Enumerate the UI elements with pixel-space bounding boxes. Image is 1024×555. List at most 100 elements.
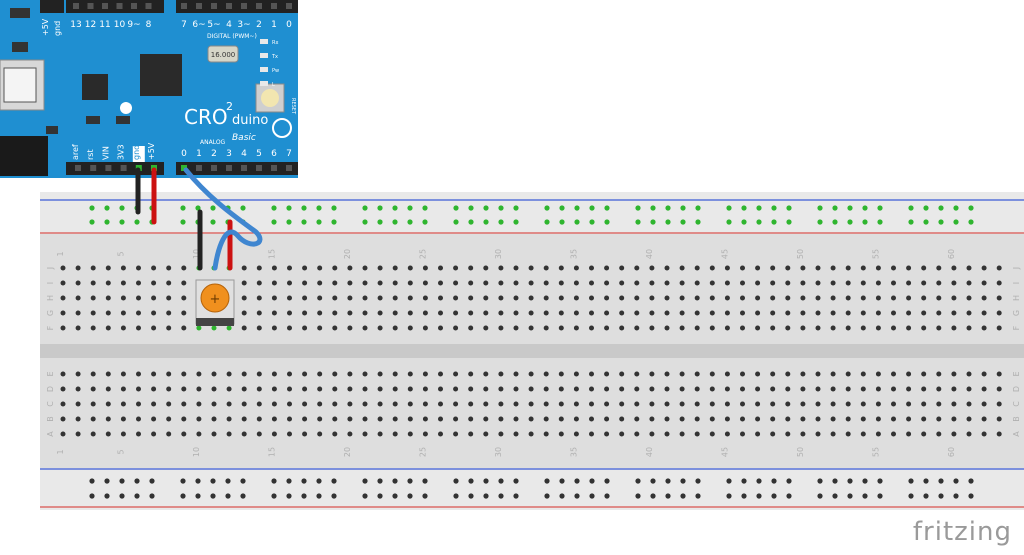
breadboard-hole[interactable] [785, 371, 791, 377]
header-hole[interactable] [286, 3, 292, 9]
breadboard-hole[interactable] [755, 371, 761, 377]
breadboard-hole[interactable] [75, 265, 81, 271]
breadboard-hole[interactable] [891, 265, 896, 271]
breadboard-hole[interactable] [966, 280, 972, 286]
breadboard-hole[interactable] [558, 386, 564, 392]
rail-hole[interactable] [104, 205, 110, 211]
breadboard-hole[interactable] [891, 431, 896, 437]
breadboard-hole[interactable] [906, 431, 912, 437]
breadboard-hole[interactable] [951, 371, 957, 377]
header-hole[interactable] [75, 165, 81, 171]
breadboard-hole[interactable] [830, 265, 836, 271]
breadboard-hole[interactable] [256, 416, 262, 422]
rail-hole[interactable] [453, 478, 459, 484]
rail-hole[interactable] [786, 205, 792, 211]
breadboard-hole[interactable] [830, 280, 836, 286]
breadboard-hole[interactable] [800, 371, 806, 377]
breadboard-hole[interactable] [800, 386, 806, 392]
breadboard-hole[interactable] [981, 416, 987, 422]
breadboard-hole[interactable] [860, 325, 866, 331]
breadboard-hole[interactable] [75, 386, 81, 392]
breadboard-hole[interactable] [332, 431, 338, 437]
header-hole[interactable] [226, 165, 232, 171]
rail-hole[interactable] [635, 205, 641, 211]
breadboard-hole[interactable] [317, 295, 323, 301]
breadboard-hole[interactable] [241, 265, 247, 271]
breadboard-hole[interactable] [422, 371, 428, 377]
breadboard-hole[interactable] [302, 280, 308, 286]
breadboard-hole[interactable] [347, 386, 353, 392]
breadboard-hole[interactable] [271, 401, 277, 407]
breadboard-hole[interactable] [604, 431, 610, 437]
breadboard-hole[interactable] [136, 265, 141, 271]
breadboard-hole[interactable] [709, 401, 715, 407]
breadboard-hole[interactable] [226, 401, 232, 407]
breadboard-hole[interactable] [981, 265, 987, 271]
breadboard-hole[interactable] [211, 386, 217, 392]
rail-hole[interactable] [741, 219, 747, 225]
breadboard-hole[interactable] [90, 401, 96, 407]
breadboard-hole[interactable] [921, 416, 927, 422]
breadboard-hole[interactable] [256, 371, 262, 377]
breadboard-hole[interactable] [75, 310, 81, 316]
breadboard-hole[interactable] [241, 401, 247, 407]
breadboard-hole[interactable] [347, 431, 353, 437]
rail-hole[interactable] [635, 219, 641, 225]
rail-hole[interactable] [240, 205, 246, 211]
breadboard-hole[interactable] [800, 431, 806, 437]
breadboard-hole[interactable] [271, 325, 277, 331]
breadboard-hole[interactable] [740, 431, 745, 437]
breadboard-hole[interactable] [483, 310, 489, 316]
breadboard-hole[interactable] [664, 386, 670, 392]
breadboard-hole[interactable] [815, 280, 821, 286]
rail-hole[interactable] [468, 205, 474, 211]
breadboard-hole[interactable] [151, 401, 157, 407]
breadboard-hole[interactable] [468, 325, 474, 331]
breadboard-hole[interactable] [377, 325, 383, 331]
breadboard-hole[interactable] [951, 401, 957, 407]
breadboard-hole[interactable] [936, 416, 942, 422]
breadboard-hole[interactable] [453, 280, 459, 286]
breadboard-hole[interactable] [528, 401, 534, 407]
breadboard-hole[interactable] [921, 325, 927, 331]
rail-hole[interactable] [589, 219, 595, 225]
breadboard-hole[interactable] [211, 431, 217, 437]
breadboard-hole[interactable] [317, 265, 323, 271]
breadboard-hole[interactable] [724, 401, 730, 407]
breadboard-hole[interactable] [664, 431, 670, 437]
rail-hole[interactable] [422, 478, 428, 484]
breadboard-hole[interactable] [513, 310, 519, 316]
breadboard-hole[interactable] [785, 310, 791, 316]
breadboard-hole[interactable] [724, 431, 730, 437]
rail-hole[interactable] [680, 205, 686, 211]
rail-hole[interactable] [180, 478, 186, 484]
breadboard-hole[interactable] [966, 431, 972, 437]
rail-hole[interactable] [301, 478, 307, 484]
breadboard-hole[interactable] [241, 386, 247, 392]
rail-hole[interactable] [908, 205, 914, 211]
breadboard-hole[interactable] [785, 401, 791, 407]
rail-hole[interactable] [832, 205, 838, 211]
breadboard-hole[interactable] [332, 310, 338, 316]
breadboard-hole[interactable] [860, 295, 866, 301]
rail-hole[interactable] [513, 478, 519, 484]
breadboard-hole[interactable] [241, 280, 247, 286]
breadboard-hole[interactable] [875, 431, 881, 437]
breadboard-hole[interactable] [90, 371, 96, 377]
breadboard-hole[interactable] [136, 431, 141, 437]
breadboard-hole[interactable] [936, 325, 942, 331]
breadboard-hole[interactable] [377, 401, 383, 407]
breadboard-hole[interactable] [966, 416, 972, 422]
breadboard-hole[interactable] [105, 431, 111, 437]
rail-hole[interactable] [271, 219, 277, 225]
breadboard-hole[interactable] [891, 280, 896, 286]
breadboard-hole[interactable] [694, 310, 700, 316]
breadboard-hole[interactable] [362, 310, 368, 316]
header-hole[interactable] [105, 165, 112, 171]
breadboard-hole[interactable] [573, 265, 579, 271]
breadboard-hole[interactable] [60, 280, 66, 286]
rail-hole[interactable] [665, 478, 671, 484]
breadboard-hole[interactable] [589, 265, 594, 271]
rail-hole[interactable] [89, 493, 95, 499]
breadboard-hole[interactable] [981, 401, 987, 407]
